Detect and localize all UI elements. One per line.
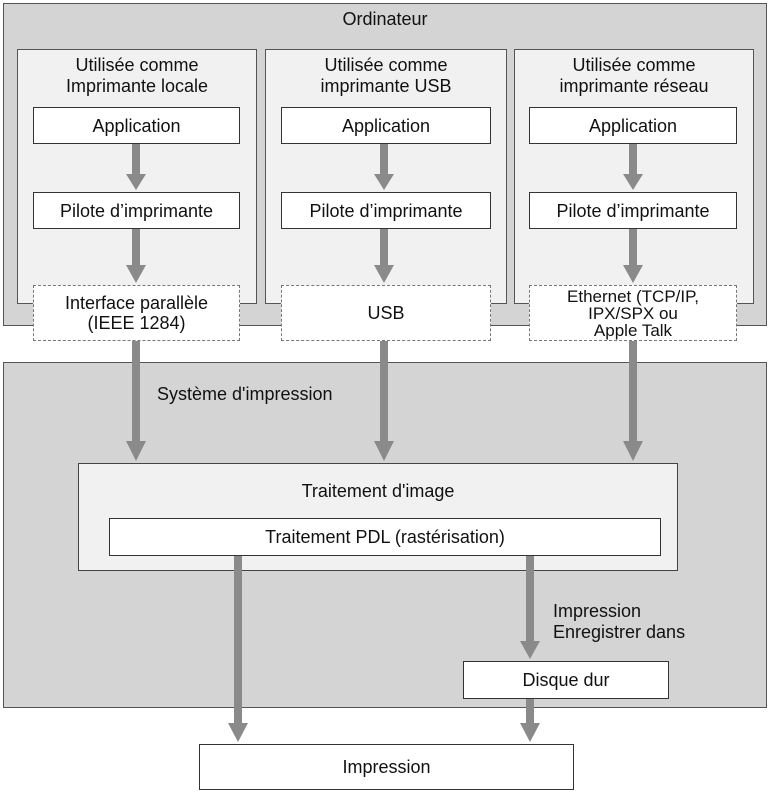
image-processing-title: Traitement d'image (301, 481, 455, 501)
ethernet-interface-line2: IPX/SPX ou (588, 303, 678, 323)
store-label: Impression Enregistrer dans (553, 601, 685, 643)
hard-disk-box: Disque dur (463, 661, 669, 699)
column-network-heading: Utilisée comme imprimante réseau (514, 55, 754, 97)
printer-driver-box-local: Pilote d’imprimante (33, 192, 240, 229)
application-box-local: Application (33, 107, 240, 144)
parallel-interface-box: Interface parallèle (IEEE 1284) (33, 285, 240, 341)
column-local-heading-line2: Imprimante locale (65, 76, 209, 96)
column-network-heading-line1: Utilisée comme (572, 55, 696, 75)
ethernet-interface-line3: Apple Talk (593, 320, 673, 340)
printer-driver-box-network: Pilote d’imprimante (529, 192, 737, 229)
printer-driver-box-usb: Pilote d’imprimante (281, 192, 491, 229)
ethernet-interface-line1: Ethernet (TCP/IP, (567, 286, 699, 306)
computer-title: Ordinateur (342, 9, 428, 29)
column-local-heading: Utilisée comme Imprimante locale (17, 55, 257, 97)
parallel-interface-line2: (IEEE 1284) (87, 313, 186, 333)
parallel-interface-line1: Interface parallèle (64, 293, 209, 313)
application-box-network: Application (529, 107, 737, 144)
pdl-processing-box: Traitement PDL (rastérisation) (109, 518, 661, 556)
usb-interface-box: USB (281, 285, 491, 341)
column-usb-heading: Utilisée comme imprimante USB (265, 55, 507, 97)
column-usb-heading-line1: Utilisée comme (324, 55, 448, 75)
column-local-heading-line1: Utilisée comme (75, 55, 199, 75)
ethernet-interface-box: Ethernet (TCP/IP, IPX/SPX ou Apple Talk (529, 285, 737, 341)
column-network-heading-line2: imprimante réseau (559, 76, 709, 96)
column-usb-heading-line2: imprimante USB (320, 76, 452, 96)
store-label-line2: Enregistrer dans (553, 622, 686, 642)
printing-system-title: Système d'impression (157, 384, 333, 404)
store-label-line1: Impression (553, 601, 642, 621)
print-output-box: Impression (199, 744, 574, 790)
application-box-usb: Application (281, 107, 491, 144)
